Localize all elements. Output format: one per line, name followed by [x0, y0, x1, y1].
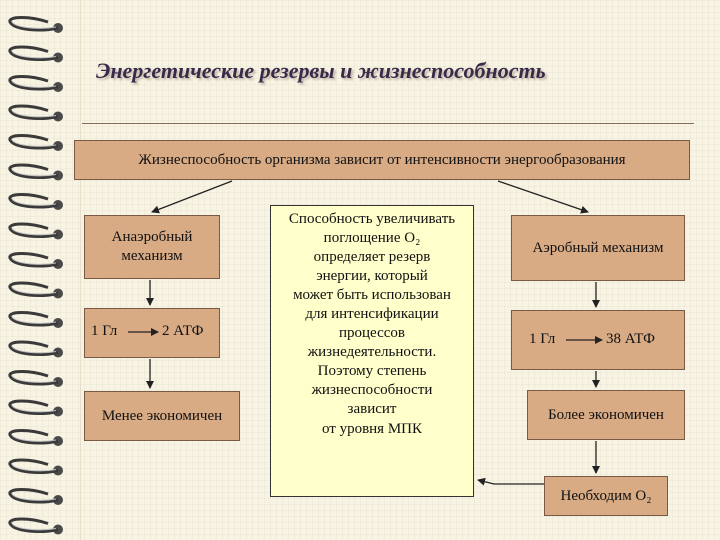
binding-ring — [8, 488, 63, 505]
explanation-line: поглощение О₂ — [323, 230, 421, 247]
anaerobic-label-line2: механизм — [121, 248, 183, 264]
vo2-explanation-box: Способность увеличивать поглощение О₂ опре… — [270, 205, 474, 497]
binding-ring — [8, 193, 63, 210]
explanation-line: может быть использован — [293, 287, 451, 304]
explanation-line: энергии, который — [316, 268, 428, 285]
slide-title: Энергетические резервы и жизнеспособност… — [96, 58, 546, 83]
oxygen-required-box: Необходим О₂ — [544, 476, 668, 516]
anaerobic-efficiency-text: Менее экономичен — [101, 407, 223, 424]
binding-ring — [8, 134, 63, 151]
binding-ring — [8, 311, 63, 328]
explanation-line: Способность увеличивать — [288, 211, 456, 227]
binding-ring — [8, 104, 63, 122]
binding-ring — [8, 399, 63, 417]
top-statement-text: Жизнеспособность организма зависит от ин… — [138, 151, 626, 168]
binding-ring — [8, 75, 63, 92]
explanation-line: для интенсификации — [305, 306, 439, 323]
aerobic-mechanism-box: Аэробный механизм — [511, 215, 685, 281]
aerobic-to: 38 АТФ — [606, 331, 655, 347]
anaerobic-from: 1 Гл — [91, 323, 118, 339]
margin-line — [80, 0, 81, 540]
binding-ring — [8, 222, 63, 240]
binding-ring — [8, 370, 63, 387]
arrow-top-to-anaerobic — [151, 180, 233, 214]
explanation-line: зависит — [347, 401, 397, 418]
explanation-line: процессов — [339, 325, 405, 342]
explanation-line: от уровня МПК — [321, 420, 423, 437]
oxygen-required-text: Необходим О₂ — [560, 487, 652, 504]
aerobic-efficiency-text: Более экономичен — [548, 406, 664, 423]
explanation-line: определяет резерв — [313, 249, 431, 266]
top-statement-box: Жизнеспособность организма зависит от ин… — [74, 140, 690, 180]
aerobic-from: 1 Гл — [529, 331, 556, 347]
binding-ring — [8, 16, 63, 33]
anaerobic-label-line1: Анаэробный — [111, 229, 193, 246]
explanation-line: жизнедеятельности. — [307, 344, 437, 361]
arrow-oxygen-to-center — [477, 477, 544, 486]
explanation-line: жизнеспособности — [311, 382, 433, 399]
binding-ring — [8, 281, 63, 299]
anaerobic-to: 2 АТФ — [162, 323, 204, 339]
binding-ring — [8, 45, 63, 63]
binding-ring — [8, 163, 63, 181]
arrow-top-to-aerobic — [497, 180, 589, 214]
binding-ring — [8, 340, 63, 358]
aerobic-label: Аэробный механизм — [532, 239, 664, 256]
binding-ring — [8, 458, 63, 476]
anaerobic-mechanism-box: Анаэробный механизм — [84, 215, 220, 279]
spiral-binding — [8, 16, 63, 535]
binding-ring — [8, 517, 63, 535]
explanation-line: Поэтому степень — [317, 363, 427, 380]
binding-ring — [8, 252, 63, 269]
aerobic-efficiency-box: Более экономичен — [527, 390, 685, 440]
anaerobic-efficiency-box: Менее экономичен — [84, 391, 240, 441]
binding-ring — [8, 429, 63, 446]
title-divider — [82, 123, 694, 124]
